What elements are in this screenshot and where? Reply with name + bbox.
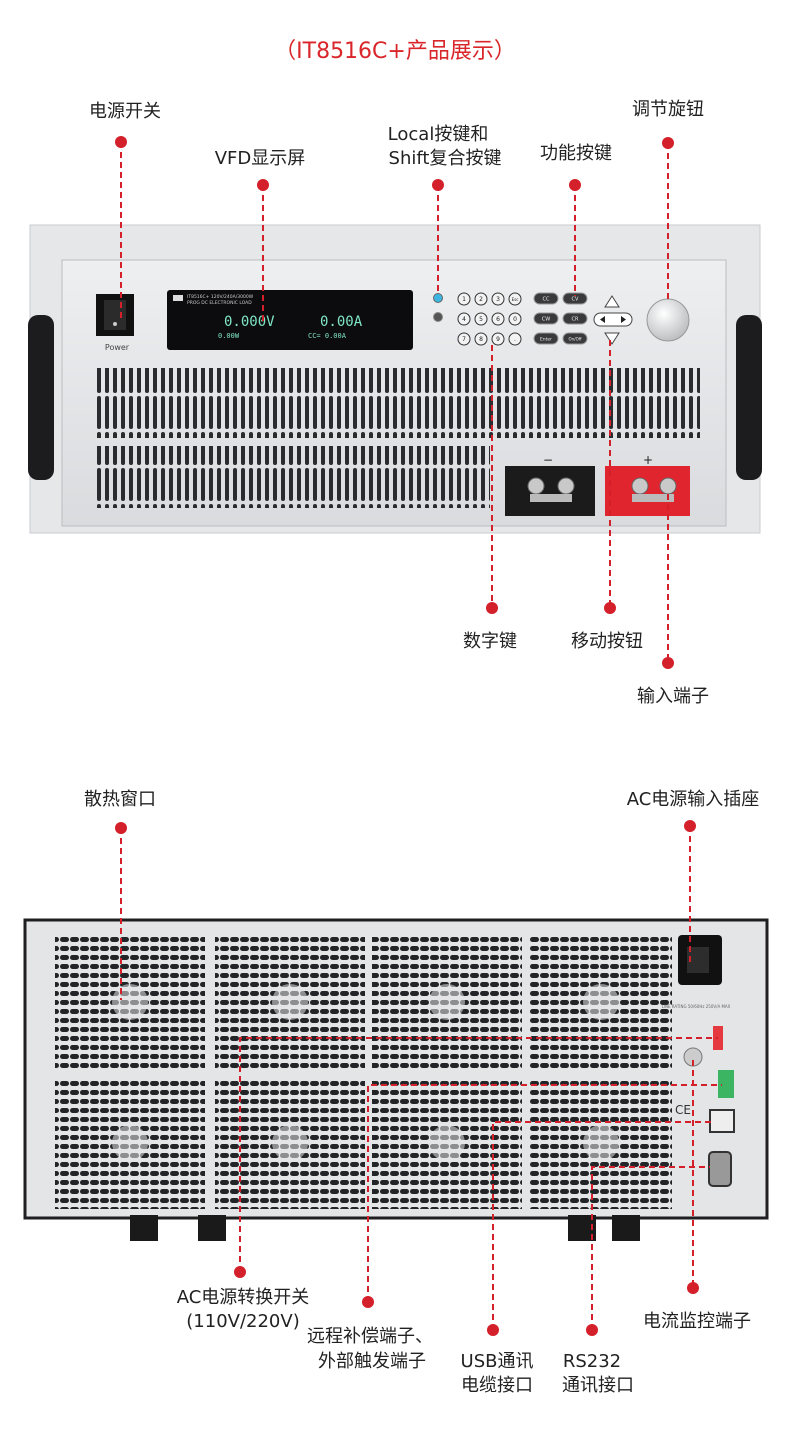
terminal-block — [718, 1070, 734, 1098]
callout-usb-cable: 电缆接口 — [461, 1375, 533, 1396]
key-2[interactable] — [474, 292, 488, 306]
key-label: On/Off — [569, 337, 582, 342]
right-handle — [736, 315, 762, 480]
negative-terminal — [505, 466, 595, 516]
key-label: 4 — [462, 316, 466, 323]
vfd-display — [167, 290, 413, 350]
rear-callouts: 散热窗口 AC电源输入插座 AC电源转换开关 (110V/220V) 远程补偿端… — [84, 789, 759, 1396]
on-off-key[interactable] — [562, 332, 588, 345]
key-label: 8 — [479, 336, 483, 343]
key-label: 5 — [479, 316, 483, 323]
front-callouts: 电源开关 VFD显示屏 Local按键和 Shift复合按键 功能按键 调节旋钮… — [89, 99, 709, 707]
power-label: Power — [105, 343, 130, 352]
minus-label: − — [543, 453, 553, 467]
cr-key[interactable] — [562, 312, 588, 325]
key-4[interactable] — [457, 312, 471, 326]
key-label: 2 — [479, 296, 483, 303]
callout-ac-switch-voltage: (110V/220V) — [186, 1311, 299, 1332]
key-8[interactable] — [474, 332, 488, 346]
numeric-keypad: 1 2 3 Esc 4 5 6 0 7 8 9 . — [457, 292, 522, 346]
callout-trigger: 外部触发端子 — [318, 1351, 426, 1372]
front-panel: Power IT8516C+ 120V/240A/3000W PROG DC E… — [28, 224, 762, 534]
key-9[interactable] — [491, 332, 505, 346]
key-3[interactable] — [491, 292, 505, 306]
key-esc[interactable] — [508, 292, 522, 306]
key-0[interactable] — [508, 312, 522, 326]
display-model: IT8516C+ 120V/240A/3000W — [187, 294, 254, 300]
key-label: Esc — [512, 297, 519, 302]
rear-panel: LINE RATING 50/60Hz 250V/A MAX CE — [23, 918, 769, 1241]
shift-button[interactable] — [433, 312, 443, 322]
page-title: （IT8516C+产品展示） — [274, 39, 516, 64]
key-label: 3 — [496, 296, 500, 303]
key-label: 6 — [496, 316, 500, 323]
callout-ac-switch: AC电源转换开关 — [177, 1287, 310, 1308]
callout-vent: 散热窗口 — [84, 789, 156, 810]
ce-mark: CE — [675, 1103, 691, 1117]
key-label: 0 — [513, 316, 517, 323]
local-button[interactable] — [433, 293, 443, 303]
callout-numeric-keys: 数字键 — [463, 631, 517, 652]
up-arrow-icon[interactable] — [604, 295, 620, 308]
front-vent-top — [95, 368, 700, 438]
cc-key[interactable] — [533, 292, 559, 305]
callout-ac-inlet: AC电源输入插座 — [627, 789, 760, 810]
callout-arrow-keys: 移动按钮 — [571, 631, 643, 652]
key-dot[interactable] — [508, 332, 522, 346]
key-label: . — [514, 336, 516, 343]
display-power: 0.00W — [218, 332, 240, 340]
callout-local: Local按键和 — [388, 124, 489, 145]
line-rating: LINE RATING 50/60Hz 250V/A MAX — [662, 1004, 731, 1009]
display-current: 0.00A — [320, 314, 363, 330]
callout-remote-sense: 远程补偿端子、 — [307, 1326, 433, 1347]
cw-key[interactable] — [533, 312, 559, 325]
key-label: CW — [542, 317, 550, 323]
callout-knob: 调节旋钮 — [632, 99, 704, 120]
usb-port — [709, 1109, 735, 1133]
callout-rs232: RS232 — [563, 1351, 621, 1372]
down-arrow-icon[interactable] — [604, 332, 620, 345]
display-model-sub: PROG DC ELECTRONIC LOAD — [187, 300, 252, 306]
cv-key[interactable] — [562, 292, 588, 305]
callout-rs232-port: 通讯接口 — [562, 1375, 634, 1396]
left-handle — [28, 315, 54, 480]
key-label: CR — [572, 317, 579, 323]
adjust-knob[interactable] — [646, 298, 690, 342]
callout-input-terminal: 输入端子 — [637, 686, 709, 707]
key-label: CV — [572, 297, 579, 303]
key-label: CC — [543, 297, 550, 303]
callout-shift: Shift复合按键 — [389, 148, 502, 169]
callout-power-switch: 电源开关 — [89, 101, 161, 122]
plus-label: + — [643, 453, 653, 467]
key-7[interactable] — [457, 332, 471, 346]
callout-function-keys: 功能按键 — [540, 143, 612, 164]
key-5[interactable] — [474, 312, 488, 326]
callout-vfd: VFD显示屏 — [215, 148, 306, 169]
function-keys: CC CV CW CR Enter On/Off — [533, 292, 588, 345]
callout-current-monitor: 电流监控端子 — [643, 1311, 751, 1332]
front-vent-bottom — [95, 446, 490, 508]
enter-key[interactable] — [533, 332, 559, 345]
display-mode: CC= 0.00A — [308, 332, 347, 340]
rs232-port — [708, 1151, 732, 1187]
key-1[interactable] — [457, 292, 471, 306]
left-right-arrow-button[interactable] — [593, 312, 633, 327]
display-voltage: 0.000V — [224, 314, 275, 330]
key-label: 1 — [462, 296, 466, 303]
callout-usb: USB通讯 — [461, 1351, 534, 1372]
key-label: 9 — [496, 336, 500, 343]
key-label: Enter — [540, 337, 552, 343]
key-6[interactable] — [491, 312, 505, 326]
positive-terminal — [605, 466, 690, 516]
key-label: 7 — [462, 336, 466, 343]
